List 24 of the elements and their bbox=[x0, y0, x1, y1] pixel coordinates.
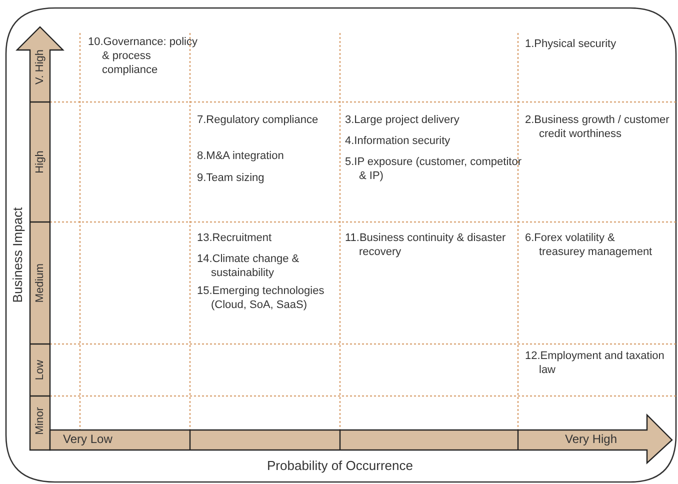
risk-item: 8.M&A integration bbox=[197, 149, 285, 163]
risk-item: 5.IP exposure (customer, competitor & IP) bbox=[345, 155, 522, 183]
risk-item: 10.Governance: policy & process compliance bbox=[88, 35, 198, 77]
risk-item: 15.Emerging technologies (Cloud, SoA, SaaS) bbox=[197, 284, 326, 312]
axis-title: Business Impact bbox=[10, 206, 26, 305]
risk-item: 11.Business continuity & disaster recovery bbox=[345, 231, 507, 259]
impact-level-label: V. High bbox=[33, 48, 47, 87]
risk-item: 3.Large project delivery bbox=[345, 113, 460, 127]
risk-item: 9.Team sizing bbox=[197, 171, 266, 185]
risk-item: 7.Regulatory compliance bbox=[197, 113, 320, 127]
impact-level-label: High bbox=[33, 150, 47, 176]
impact-level-label: Low bbox=[33, 358, 47, 382]
risk-item: 14.Climate change & sustainability bbox=[197, 252, 300, 280]
risk-item: 6.Forex volatility & treasurey management bbox=[525, 231, 654, 259]
probability-level-label: Very Low bbox=[63, 432, 112, 446]
risk-item: 1.Physical security bbox=[525, 37, 618, 51]
risk-item: 2.Business growth / customer credit worthiness bbox=[525, 113, 670, 141]
axis-title: Probability of Occurrence bbox=[266, 459, 414, 473]
risk-item: 4.Information security bbox=[345, 134, 452, 148]
risk-item: 12.Employment and taxation law bbox=[525, 349, 666, 377]
probability-level-label: Very High bbox=[565, 432, 618, 446]
impact-level-label: Minor bbox=[33, 406, 47, 437]
risk-item: 13.Recruitment bbox=[197, 231, 273, 245]
impact-level-label: Medium bbox=[33, 262, 47, 305]
